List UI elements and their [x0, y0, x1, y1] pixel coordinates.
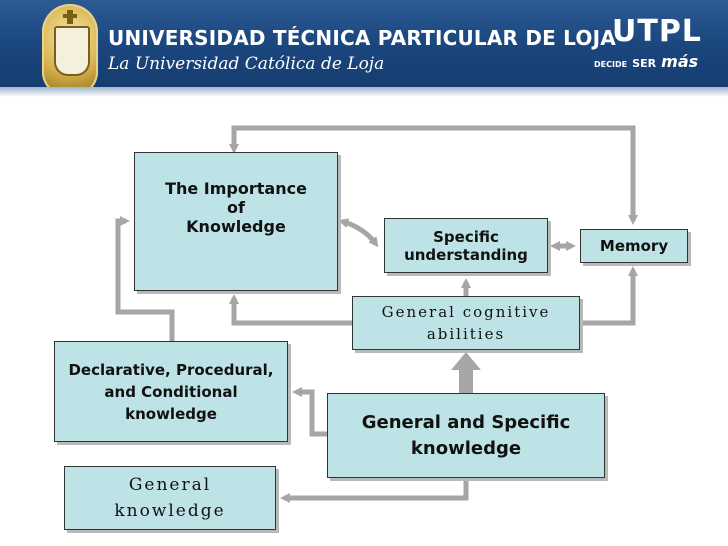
utpl-logo: UTPL — [612, 14, 702, 49]
box-importance-label: The Importance of Knowledge — [165, 179, 307, 236]
box-specific-label: Specific understanding — [404, 227, 528, 264]
box-declarative-label: Declarative, Procedural, and Conditional… — [68, 360, 274, 423]
arrow-declarative-importance — [115, 216, 175, 341]
box-importance-of-knowledge: The Importance of Knowledge — [134, 152, 338, 291]
box-declarative-procedural-conditional: Declarative, Procedural, and Conditional… — [54, 341, 288, 442]
box-memory-label: Memory — [599, 237, 669, 255]
box-general-knowledge: General knowledge — [64, 466, 276, 530]
tagline-ser: SER — [632, 57, 657, 70]
box-general-and-specific-knowledge: General and Specific knowledge — [327, 393, 605, 478]
box-specific-understanding: Specific understanding — [384, 218, 548, 273]
arrow-cognitive-memory — [582, 266, 638, 326]
box-cognitive-label: General cognitive abilities — [381, 303, 551, 343]
arrow-top-loop — [229, 125, 638, 225]
box-general-cognitive-abilities: General cognitive abilities — [352, 296, 580, 350]
tagline: DECIDE SER más — [594, 52, 698, 71]
arrow-gs-declarative — [292, 387, 327, 437]
university-subtitle: La Universidad Católica de Loja — [108, 54, 385, 74]
university-crest-icon — [42, 4, 98, 96]
tagline-decide: DECIDE — [594, 60, 628, 69]
box-general-label: General knowledge — [114, 475, 226, 521]
arrow-cognitive-importance — [229, 294, 352, 326]
arrow-gs-cognitive — [451, 352, 481, 393]
box-general-specific-label: General and Specific knowledge — [361, 411, 571, 459]
header-banner: UNIVERSIDAD TÉCNICA PARTICULAR DE LOJA L… — [0, 0, 728, 97]
arrow-gs-general — [280, 478, 469, 503]
university-name: UNIVERSIDAD TÉCNICA PARTICULAR DE LOJA — [108, 26, 616, 50]
box-memory: Memory — [580, 229, 688, 263]
arrow-importance-specific — [338, 218, 379, 248]
header-stripe — [0, 87, 728, 97]
tagline-mas: más — [661, 52, 699, 71]
